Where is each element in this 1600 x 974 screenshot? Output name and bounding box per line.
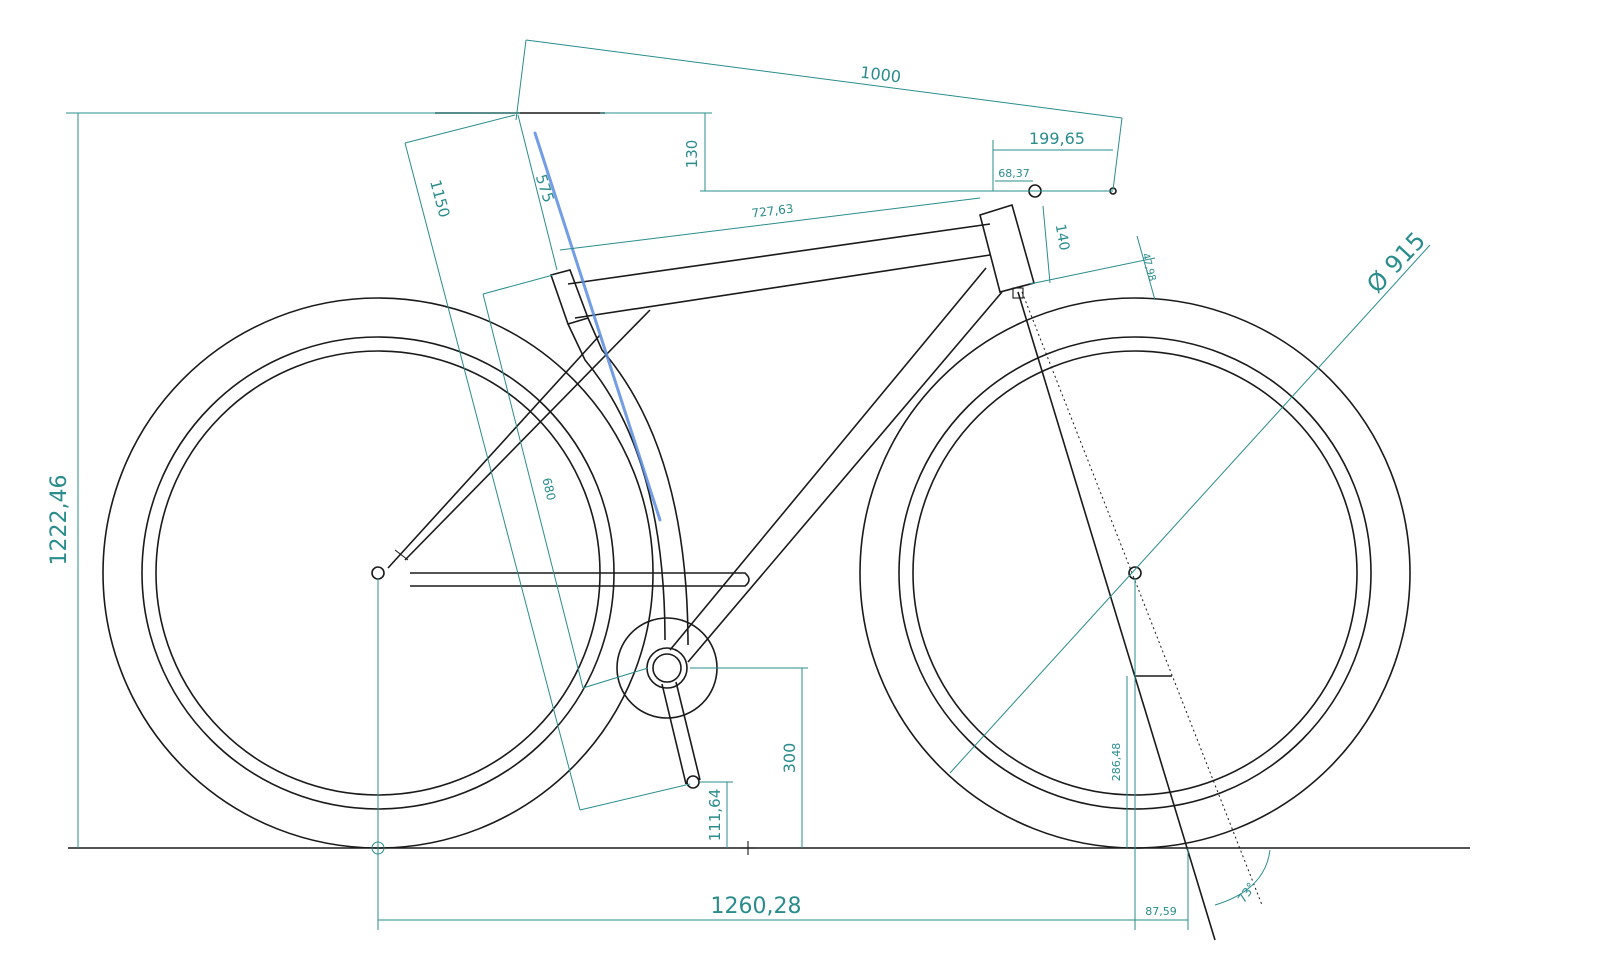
seat-tube-label: 680 [540,476,559,501]
fork-offset-label: 47,98 [1139,252,1157,283]
head-tube [979,203,1035,293]
bar-reach-label: 199,65 [1029,129,1085,148]
dimension-lines [66,39,1431,930]
bb-height-label: 300 [780,743,799,774]
fork [1012,287,1263,941]
top-length-label: 1000 [859,63,902,87]
pencil-line [533,131,662,522]
pedal-axle [686,775,700,789]
seat-height-label: 1150 [426,178,453,220]
head-tube-label: 140 [1052,223,1072,252]
wheelbase-label: 1260,28 [711,894,802,919]
frame [387,203,1035,663]
top-tube-label: 727,63 [751,202,794,221]
saddle-drop-label: 130 [683,140,701,169]
seat-tube-top-label: 575 [532,172,558,205]
head-angle-label: 73° [1235,880,1259,905]
trail-label: 87,59 [1145,905,1177,918]
wheel-diameter-label: Ø 915 [1361,227,1431,299]
stem-offset-label: 68,37 [998,167,1030,180]
rear-hub [371,566,385,580]
fork-height-label: 286,48 [1110,743,1123,782]
crankset [616,617,718,789]
crank-clearance-label: 111,64 [706,789,724,842]
overall-height-label: 1222,46 [47,475,72,566]
